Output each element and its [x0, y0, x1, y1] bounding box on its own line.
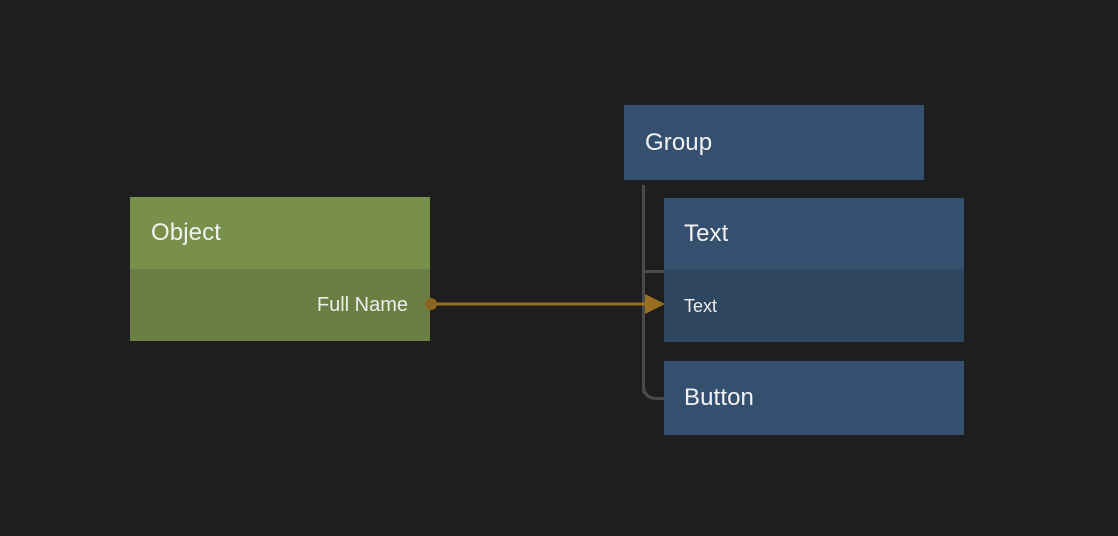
node-group[interactable]: Group [624, 105, 924, 180]
node-group-header[interactable]: Group [624, 105, 924, 180]
node-text-row-label: Text [684, 296, 718, 316]
node-object[interactable]: Object Full Name [130, 197, 430, 341]
data-connection-full-name-to-text[interactable] [431, 294, 665, 314]
node-button-title: Button [684, 384, 754, 411]
node-object-header[interactable]: Object [130, 197, 430, 269]
node-button-header[interactable]: Button [664, 361, 964, 435]
node-text[interactable]: Text Text [664, 198, 964, 342]
node-object-row-label: Full Name [316, 294, 408, 316]
connection-arrowhead [645, 294, 665, 314]
node-button[interactable]: Button [664, 361, 964, 435]
node-object-row-full-name[interactable]: Full Name [130, 269, 430, 341]
node-text-title: Text [684, 220, 729, 247]
tree-branch-to-button [642, 384, 664, 400]
node-text-header[interactable]: Text [664, 198, 964, 270]
node-group-title: Group [645, 128, 713, 156]
node-text-row-text[interactable]: Text [664, 270, 964, 342]
node-object-title: Object [151, 219, 221, 246]
output-socket-full-name[interactable] [425, 298, 437, 310]
tree-connector-group [642, 185, 664, 400]
